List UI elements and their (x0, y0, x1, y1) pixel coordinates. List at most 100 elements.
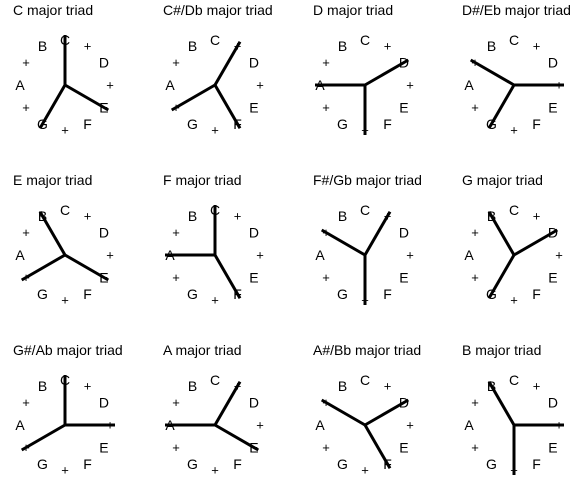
triad-spoke-3 (38, 210, 67, 256)
triad-spoke-1 (213, 254, 242, 300)
note-label: C (60, 202, 70, 218)
note-label: C (210, 372, 220, 388)
note-label: D (548, 395, 558, 411)
triad-title: E major triad (13, 172, 92, 188)
triad-title: D#/Eb major triad (462, 2, 571, 18)
triad-title: G major triad (462, 172, 543, 188)
note-marker: + (22, 225, 30, 240)
note-label: A (464, 247, 474, 263)
triad-title: C#/Db major triad (163, 2, 273, 18)
note-marker: + (234, 209, 242, 224)
note-marker: + (106, 248, 114, 263)
note-label: A (315, 417, 325, 433)
note-marker: + (61, 123, 69, 138)
note-marker: + (361, 463, 369, 478)
triad-title: A major triad (163, 342, 242, 358)
note-marker: + (533, 379, 541, 394)
note-marker: + (256, 78, 264, 93)
triad-spoke-2 (64, 83, 110, 112)
note-marker: + (84, 379, 92, 394)
triad-spoke-2 (213, 84, 242, 130)
note-marker: + (384, 379, 392, 394)
note-label: F (532, 456, 541, 472)
triad-spoke-2 (320, 228, 366, 257)
note-label: E (548, 100, 557, 116)
note-label: G (187, 116, 198, 132)
note-label: E (548, 270, 557, 286)
triad-spoke-3 (363, 424, 392, 470)
note-marker: + (84, 209, 92, 224)
note-marker: + (172, 440, 180, 455)
note-label: E (399, 440, 408, 456)
note-label: E (99, 440, 108, 456)
note-label: B (338, 378, 347, 394)
note-label: E (249, 270, 258, 286)
triad-spoke-2 (364, 398, 410, 427)
triad-spoke-2 (20, 253, 66, 282)
triad-spoke-2 (487, 84, 516, 130)
note-label: C (509, 202, 519, 218)
note-marker: + (256, 248, 264, 263)
triad-spoke-2 (487, 210, 516, 256)
triad-spoke-1 (320, 398, 366, 427)
note-marker: + (256, 418, 264, 433)
note-label: C (360, 32, 370, 48)
triad-spoke-1 (213, 40, 242, 86)
note-marker: + (510, 123, 518, 138)
note-marker: + (471, 100, 479, 115)
note-label: D (249, 55, 259, 71)
note-marker: + (406, 248, 414, 263)
note-label: A (15, 247, 25, 263)
note-label: A (165, 77, 175, 93)
note-marker: + (322, 55, 330, 70)
note-label: F (532, 116, 541, 132)
note-label: D (99, 225, 109, 241)
note-marker: + (406, 418, 414, 433)
note-label: A (15, 417, 25, 433)
note-label: G (486, 456, 497, 472)
note-label: G (187, 456, 198, 472)
note-label: F (383, 286, 392, 302)
triad-spoke-1 (487, 254, 516, 300)
note-marker: + (471, 225, 479, 240)
triad-spoke-1 (20, 423, 66, 452)
note-label: F (83, 116, 92, 132)
triad-title: B major triad (462, 342, 541, 358)
note-marker: + (172, 225, 180, 240)
note-marker: + (322, 440, 330, 455)
triad-spoke-3 (170, 83, 216, 112)
note-marker: + (406, 78, 414, 93)
triad-title: C major triad (13, 2, 93, 18)
triad-spoke-3 (513, 228, 559, 257)
note-marker: + (533, 209, 541, 224)
note-label: C (360, 372, 370, 388)
triad-spoke-3 (214, 423, 260, 452)
triad-spoke-1 (364, 58, 410, 87)
note-marker: + (211, 123, 219, 138)
note-marker: + (322, 100, 330, 115)
note-label: B (338, 38, 347, 54)
triad-spoke-3 (38, 84, 67, 130)
note-label: G (187, 286, 198, 302)
note-marker: + (471, 270, 479, 285)
note-marker: + (84, 39, 92, 54)
note-label: B (188, 378, 197, 394)
triad-spoke-1 (487, 380, 516, 426)
triad-spoke-1 (64, 253, 110, 282)
note-label: C (210, 32, 220, 48)
note-label: F (83, 286, 92, 302)
note-label: D (99, 55, 109, 71)
note-label: G (37, 286, 48, 302)
note-marker: + (471, 395, 479, 410)
triad-title: D major triad (313, 2, 393, 18)
note-marker: + (211, 463, 219, 478)
note-label: F (83, 456, 92, 472)
